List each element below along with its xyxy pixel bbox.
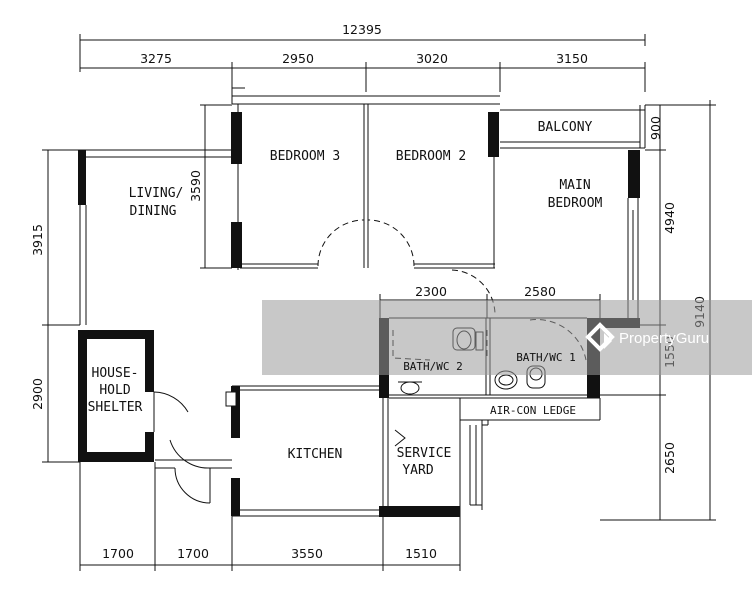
dim-right-1: 900 [648,116,663,140]
top-dimension-lines [79,34,646,92]
room-label-main-bedroom-line2: BEDROOM [548,196,603,211]
room-label-bath-1: BATH/WC 1 [516,351,576,364]
room-label-service-line2: YARD [402,463,433,478]
watermark-text: PropertyGuru [619,330,709,347]
dim-bottom-1: 1700 [102,546,134,561]
room-label-kitchen: KITCHEN [288,447,343,462]
watermark-logo-icon [585,322,615,352]
bottom-dimension-lines [79,462,461,571]
dim-inner-1: 2300 [415,284,447,299]
dim-bedroom3-depth: 3590 [188,170,203,202]
watermark: PropertyGuru [262,300,752,375]
room-label-main-bedroom-line1: MAIN [559,178,590,193]
room-label-service-line1: SERVICE [397,446,452,461]
walls [78,87,646,517]
dim-bottom-2: 1700 [177,546,209,561]
room-label-bath-2: BATH/WC 2 [403,360,463,373]
room-label-bedroom-3: BEDROOM 3 [270,149,340,164]
dim-right-2: 4940 [662,202,677,234]
room-label-bedroom-2: BEDROOM 2 [396,149,466,164]
room-label-living-line1: LIVING/ [129,186,184,201]
room-label-living-line2: DINING [130,204,177,219]
dim-right-4: 2650 [662,442,677,474]
room-label-shelter-line1: HOUSE- [92,366,139,381]
dim-overall-width: 12395 [342,22,382,37]
dim-top-4: 3150 [556,51,588,66]
room-label-shelter-line3: SHELTER [88,400,143,415]
dim-top-1: 3275 [140,51,172,66]
dim-bottom-3: 3550 [291,546,323,561]
room-label-balcony: BALCONY [538,120,593,135]
dim-bottom-4: 1510 [405,546,437,561]
room-label-aircon-ledge: AIR-CON LEDGE [490,404,576,417]
left-dimension-lines [42,104,232,463]
dim-inner-2: 2580 [524,284,556,299]
watermark-band [262,300,752,375]
dim-left-1: 3915 [30,224,45,256]
room-label-shelter-line2: HOLD [99,383,130,398]
dim-top-2: 2950 [282,51,314,66]
dim-left-2: 2900 [30,378,45,410]
dim-top-3: 3020 [416,51,448,66]
